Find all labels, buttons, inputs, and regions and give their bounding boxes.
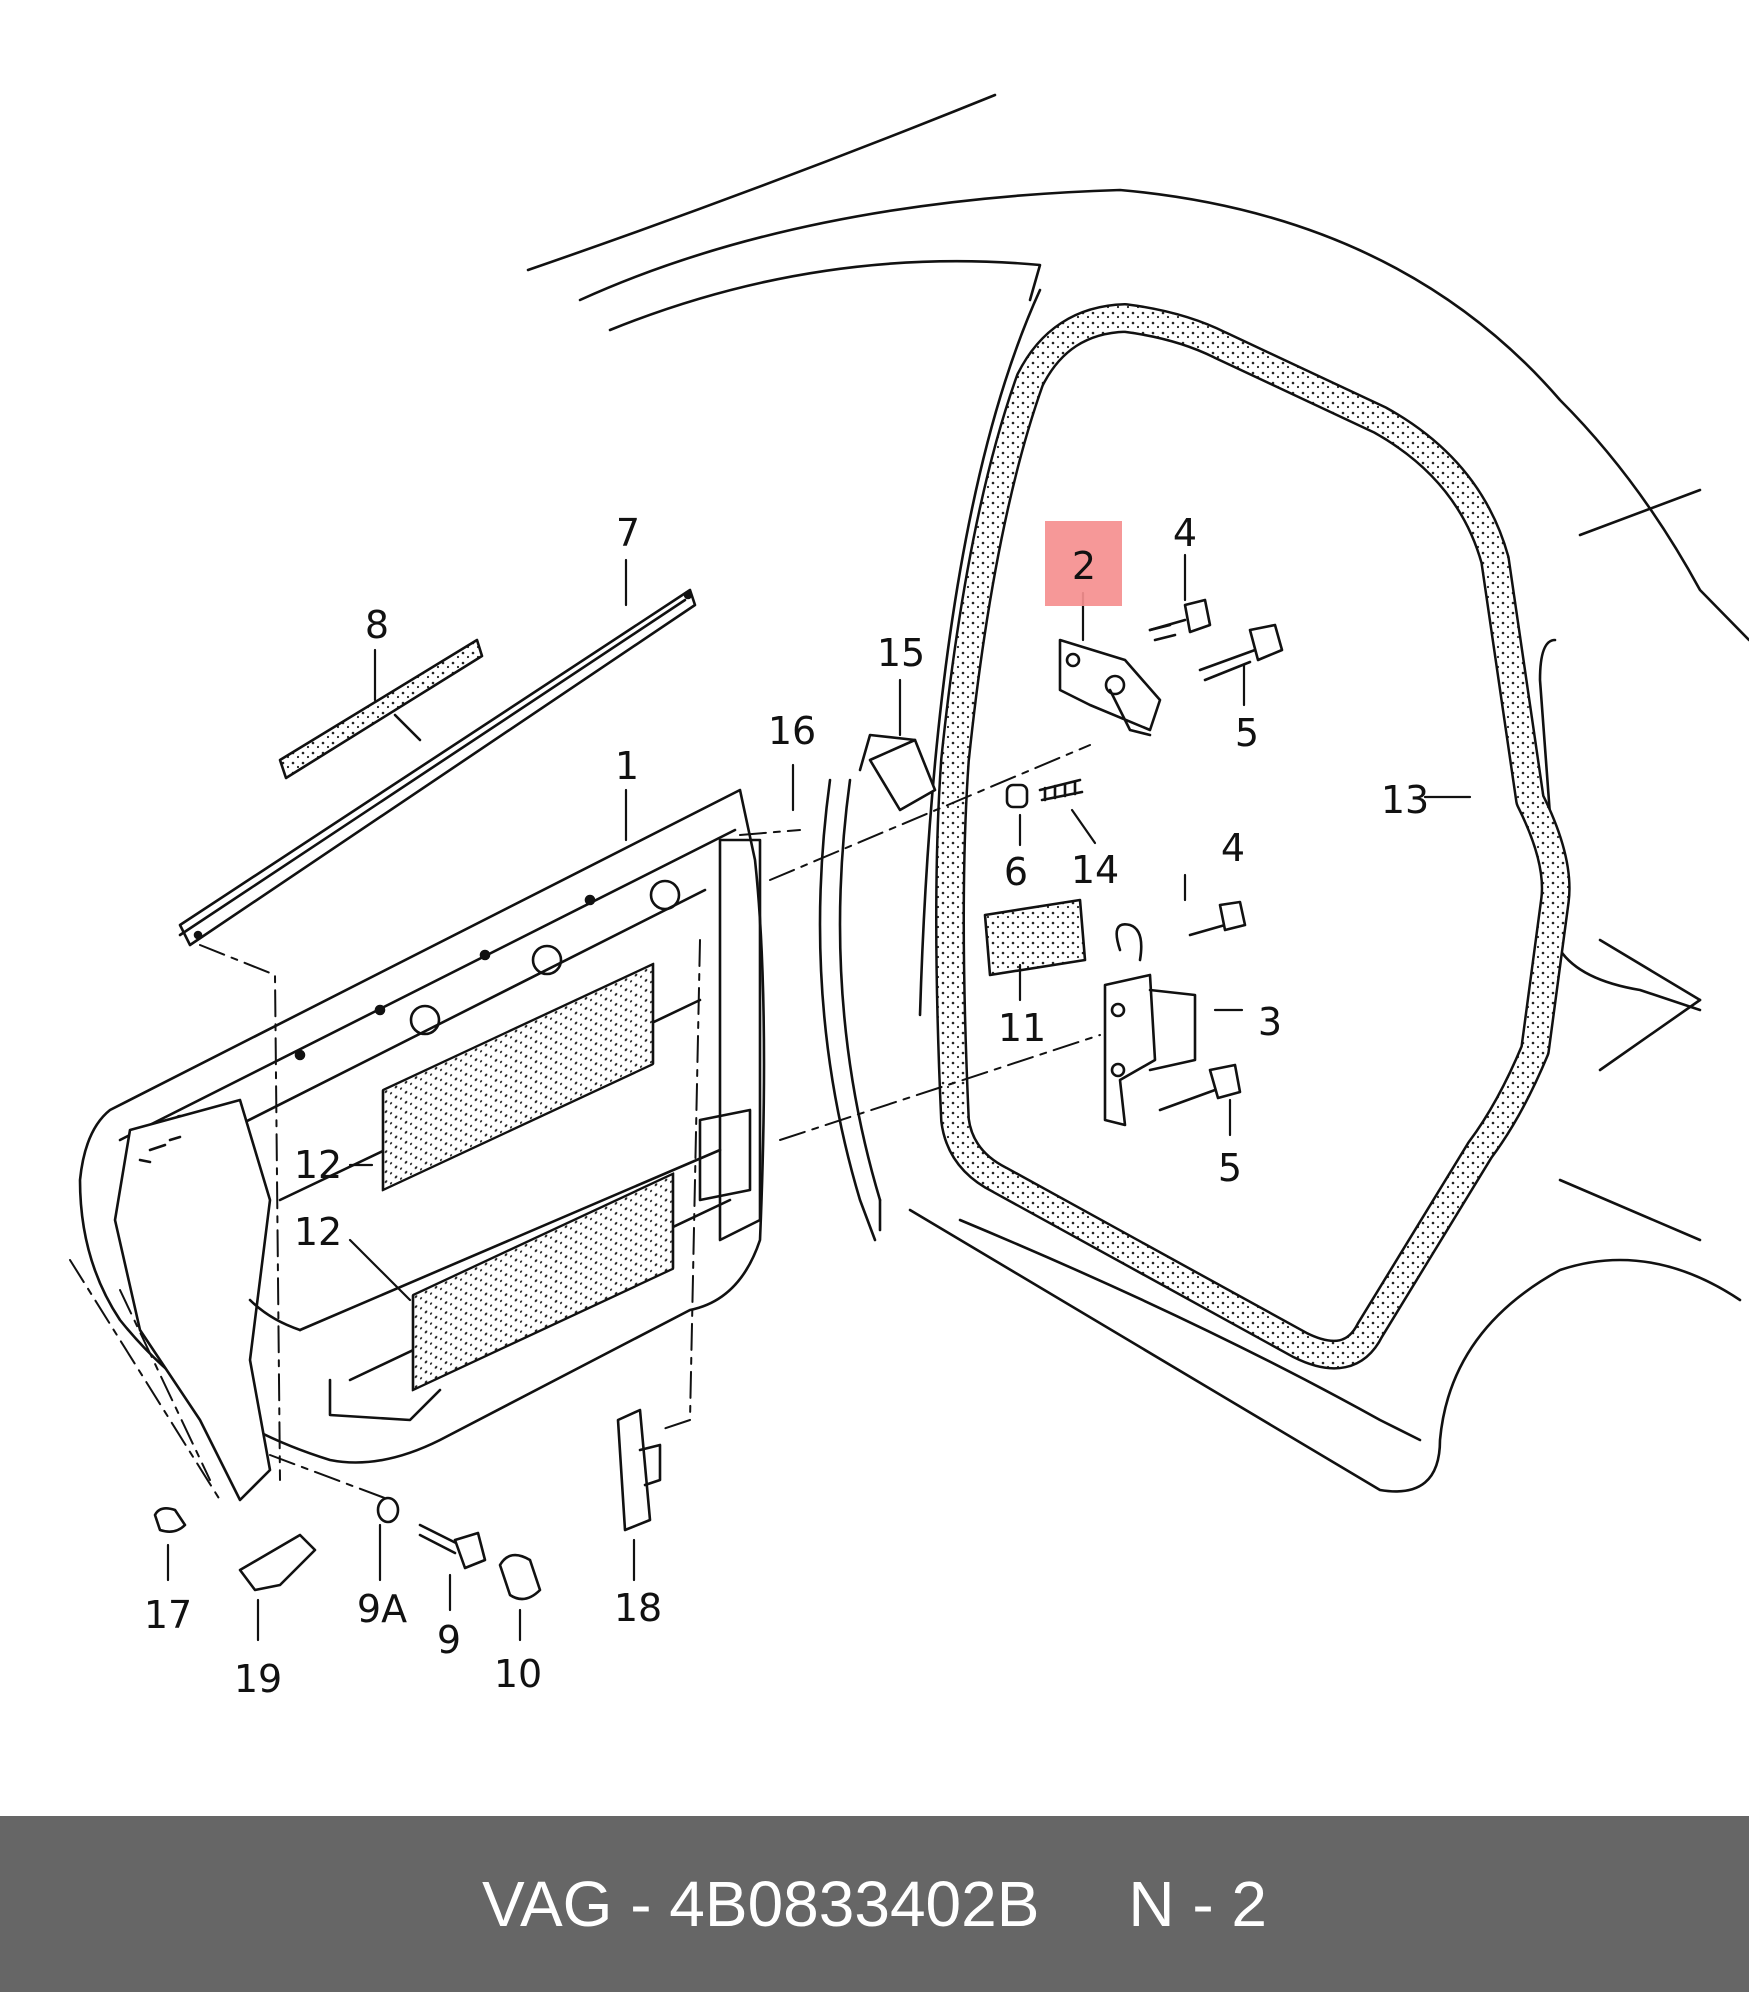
position-label: N - 2	[1128, 1868, 1267, 1940]
bolt-9	[418, 1523, 487, 1570]
callout-2[interactable]: 2	[1071, 544, 1097, 588]
seal-strip-8	[278, 638, 484, 780]
callout-10[interactable]: 10	[493, 1652, 543, 1696]
part-number: 4B0833402B	[669, 1868, 1040, 1940]
separator: -	[612, 1868, 670, 1940]
callout-19[interactable]: 19	[233, 1657, 283, 1701]
leader-8	[393, 713, 422, 742]
screw-5-upper	[1198, 623, 1284, 682]
highlight-box	[1045, 521, 1122, 606]
bolt-14	[1038, 778, 1084, 802]
insulation-pad-12-upper	[381, 962, 655, 1192]
callout-4-lower[interactable]: 4	[1220, 826, 1246, 870]
callout-14[interactable]: 14	[1070, 848, 1120, 892]
callout-15[interactable]: 15	[876, 631, 926, 675]
clip-17	[153, 1507, 187, 1533]
insulation-pad-12-lower	[411, 1172, 675, 1392]
callout-8[interactable]: 8	[364, 603, 390, 647]
callout-9[interactable]: 9	[436, 1618, 462, 1662]
door-seal-13	[935, 303, 1571, 1370]
brand-label: VAG	[482, 1868, 613, 1940]
spacer	[1039, 1868, 1128, 1940]
washer-9a	[376, 1496, 400, 1524]
screw-4-upper	[1148, 598, 1212, 642]
callout-7[interactable]: 7	[615, 511, 641, 555]
cap-10	[498, 1553, 542, 1601]
callout-12-upper[interactable]: 12	[293, 1143, 343, 1187]
footer-caption: VAG - 4B0833402B N - 2	[482, 1867, 1267, 1941]
lower-hinge-3	[1103, 923, 1197, 1127]
screw-4-lower	[1188, 900, 1247, 937]
foam-pad-11	[983, 898, 1087, 977]
callout-6[interactable]: 6	[1003, 850, 1029, 894]
callout-11[interactable]: 11	[997, 1006, 1047, 1050]
callout-17[interactable]: 17	[143, 1593, 193, 1637]
exploded-door-diagram	[69, 93, 1749, 1642]
callout-5-lower[interactable]: 5	[1217, 1146, 1243, 1190]
screw-5-lower	[1158, 1063, 1242, 1112]
footer-bar: VAG - 4B0833402B N - 2	[0, 1816, 1749, 1992]
callout-18[interactable]: 18	[613, 1586, 663, 1630]
callout-3[interactable]: 3	[1257, 1000, 1283, 1044]
callout-1[interactable]: 1	[614, 744, 640, 788]
window-channel-7	[178, 588, 697, 947]
cap-6	[1005, 783, 1029, 809]
bracket-19	[238, 1533, 317, 1592]
callout-5-upper[interactable]: 5	[1234, 711, 1260, 755]
callout-16[interactable]: 16	[767, 709, 817, 753]
callout-4-upper[interactable]: 4	[1172, 511, 1198, 555]
assembly-lines	[69, 744, 1101, 1501]
callout-12-lower[interactable]: 12	[293, 1210, 343, 1254]
callout-13[interactable]: 13	[1380, 778, 1430, 822]
door-check-strap-15	[818, 733, 937, 1242]
trim-clip-18	[616, 1408, 662, 1532]
upper-hinge-2	[1058, 638, 1162, 737]
callout-9a[interactable]: 9A	[356, 1587, 408, 1631]
